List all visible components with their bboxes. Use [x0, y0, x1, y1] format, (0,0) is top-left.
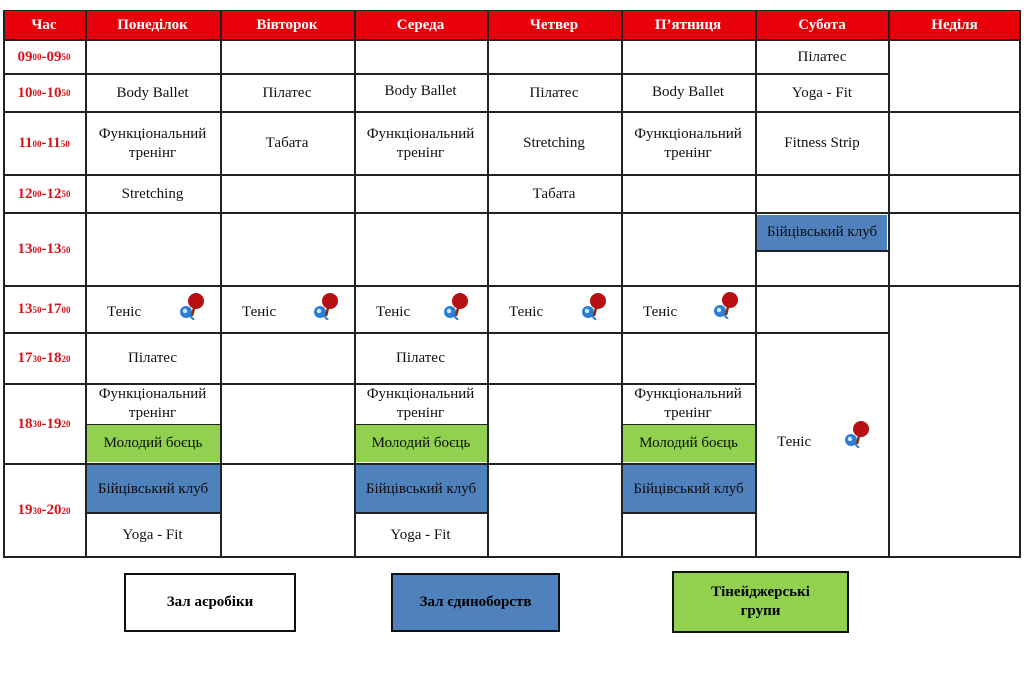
cell-wed-1100-functional: Функціональний тренінг — [366, 125, 475, 161]
cell-mon-1350-tennis: Теніс — [107, 304, 142, 321]
header-time: Час — [3, 10, 85, 40]
cell-fri-1350-tennis: Теніс — [643, 304, 678, 321]
grid-line — [220, 10, 222, 558]
grid-line — [755, 10, 757, 558]
grid-line — [3, 10, 1021, 11]
cell-wed-1730-pilates: Пілатес — [396, 350, 445, 367]
legend-aerobics-hall: Зал аєробіки — [124, 573, 296, 632]
grid-line — [3, 73, 889, 75]
header-sunday: Неділя — [889, 10, 1020, 40]
grid-line — [85, 10, 87, 558]
header-tuesday: Вівторок — [220, 10, 354, 40]
grid-line — [85, 512, 221, 514]
table-tennis-paddle-icon — [845, 421, 869, 448]
grid-line — [1019, 10, 1021, 558]
cell-sat-1300-fight-club: Бійцівський клуб — [757, 215, 887, 250]
legend-teen-groups: Тінейджерські групи — [672, 571, 849, 633]
grid-line — [3, 39, 1021, 41]
cell-sat-evening-tennis: Теніс — [777, 433, 812, 450]
cell-thu-1200-tabata: Табата — [532, 185, 576, 202]
cell-wed-1000-body-ballet: Body Ballet — [384, 82, 457, 99]
header-saturday: Субота — [755, 10, 889, 40]
cell-fri-1830-young-fighter: Молодий боєць — [622, 425, 755, 462]
table-tennis-paddle-icon — [582, 293, 606, 320]
cell-mon-1830-functional: Функціональний тренінг — [98, 386, 207, 421]
cell-thu-1100-stretching: Stretching — [523, 135, 585, 152]
header-friday: П’ятниця — [621, 10, 755, 40]
cell-wed-1830-functional: Функціональний тренінг — [366, 386, 475, 421]
grid-line — [3, 383, 755, 385]
cell-thu-1350-tennis: Теніс — [509, 304, 544, 321]
grid-line — [888, 10, 890, 558]
table-tennis-paddle-icon — [444, 293, 468, 320]
cell-fri-1000-body-ballet: Body Ballet — [651, 83, 725, 100]
grid-line — [354, 424, 488, 425]
grid-line — [3, 463, 755, 465]
legend-martial-arts-hall: Зал єдиноборств — [391, 573, 560, 632]
header-wednesday: Середа — [354, 10, 487, 40]
cell-wed-1350-tennis: Теніс — [376, 304, 411, 321]
header-thursday: Четвер — [487, 10, 621, 40]
cell-tue-1100-tabata: Табата — [265, 135, 309, 152]
grid-line — [3, 174, 1021, 176]
cell-tue-1000-pilates: Пілатес — [262, 84, 312, 101]
cell-wed-1930-fight-club: Бійцівський клуб — [355, 465, 487, 513]
grid-line — [487, 10, 489, 558]
grid-line — [3, 285, 1021, 287]
table-tennis-paddle-icon — [314, 293, 338, 320]
cell-fri-1930-fight-club: Бійцівський клуб — [622, 465, 755, 513]
cell-fri-1830-functional: Функціональний тренінг — [634, 386, 742, 421]
table-tennis-paddle-icon — [714, 292, 738, 319]
cell-sat-1000-yoga-fit: Yoga - Fit — [791, 84, 853, 101]
grid-line — [354, 512, 488, 514]
grid-line — [3, 556, 1021, 558]
cell-mon-1930-fight-club: Бійцівський клуб — [86, 465, 220, 513]
grid-line — [3, 10, 5, 558]
grid-line — [621, 512, 756, 514]
cell-mon-1830-young-fighter: Молодий боєць — [86, 425, 220, 462]
grid-line — [85, 424, 221, 425]
cell-wed-1830-young-fighter: Молодий боєць — [355, 425, 487, 462]
header-monday: Понеділок — [85, 10, 220, 40]
cell-mon-1000-body-ballet: Body Ballet — [116, 84, 189, 101]
cell-mon-1930-yoga-fit: Yoga - Fit — [122, 526, 183, 543]
cell-mon-1200-stretching: Stretching — [121, 185, 184, 202]
grid-line — [621, 10, 623, 558]
cell-sat-1100-fitness-strip: Fitness Strip — [784, 135, 860, 152]
table-tennis-paddle-icon — [180, 293, 204, 320]
grid-line — [3, 332, 889, 334]
cell-fri-1100-functional: Функціональний тренінг — [634, 125, 742, 161]
cell-tue-1350-tennis: Теніс — [242, 304, 277, 321]
grid-line — [3, 212, 1021, 214]
cell-mon-1100-functional: Функціональний тренінг — [98, 125, 207, 161]
grid-line — [621, 424, 756, 425]
cell-sat-0900-pilates: Пілатес — [797, 48, 847, 65]
cell-mon-1730-pilates: Пілатес — [128, 350, 177, 367]
grid-line — [755, 250, 889, 252]
cell-thu-1000-pilates: Пілатес — [529, 84, 579, 101]
grid-line — [354, 10, 356, 558]
grid-line — [3, 111, 1021, 113]
cell-wed-1930-yoga-fit: Yoga - Fit — [390, 526, 451, 543]
